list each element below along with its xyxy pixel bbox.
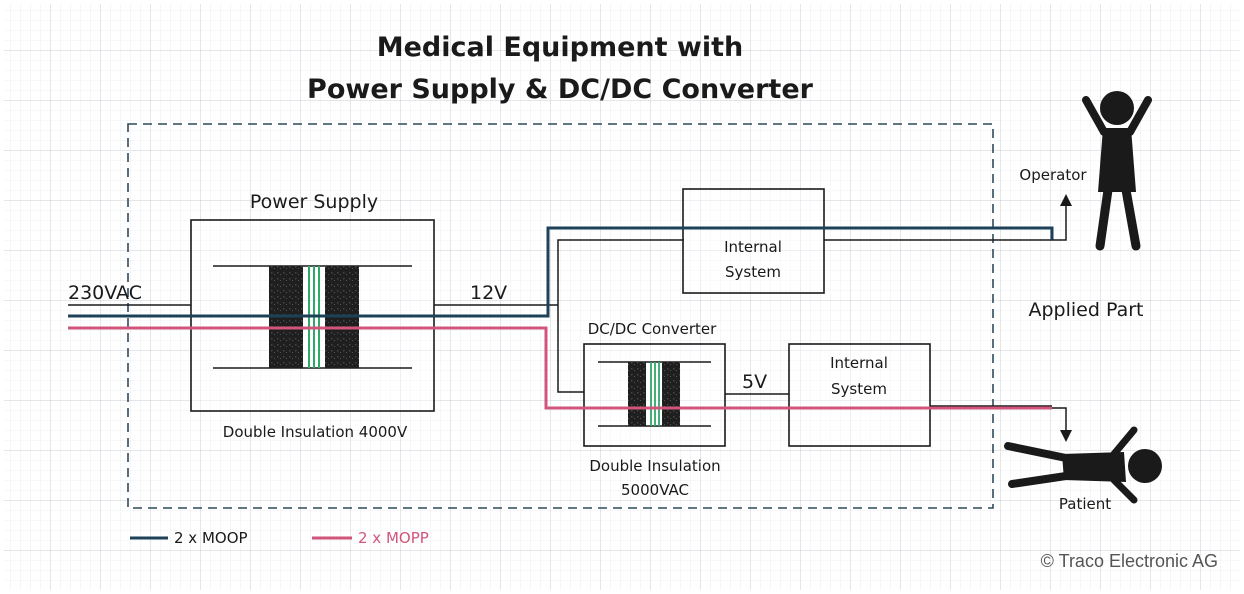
internal-system-top-line1: Internal: [724, 238, 782, 256]
operator-arrow-head: [1060, 194, 1072, 206]
patient-figure-icon: [1004, 426, 1162, 504]
applied-part-label: Applied Part: [1029, 299, 1144, 321]
internal-system-bottom-line1: Internal: [830, 354, 888, 372]
internal-system-top-line2: System: [725, 263, 781, 281]
patient-arrow-line: [1052, 407, 1067, 432]
patient-arrow-head: [1060, 430, 1072, 442]
dcdc-insulation-line2: 5000VAC: [621, 481, 689, 499]
internal-system-top-box: [682, 188, 825, 294]
copyright-text: © Traco Electronic AG: [1041, 551, 1218, 571]
internal-system-bottom-line2: System: [831, 380, 887, 398]
dcdc-core-right: [662, 362, 680, 426]
operator-figure-icon: [1082, 91, 1152, 251]
title-line-2: Power Supply & DC/DC Converter: [307, 74, 814, 105]
patient-label: Patient: [1059, 495, 1111, 513]
power-supply-insulation-label: Double Insulation 4000V: [223, 423, 408, 441]
supply-to-internal-top: [557, 239, 684, 305]
internal-system-bottom-box: [788, 343, 931, 447]
moop-insulation-path: [68, 226, 1054, 318]
operator-arrow-line: [1052, 204, 1067, 241]
mopp-insulation-path: [68, 326, 1052, 410]
dcdc-core-left: [628, 362, 646, 426]
supply-to-dcdc: [557, 305, 584, 393]
input-voltage-label: 230VAC: [68, 282, 142, 304]
legend-moop-label: 2 x MOOP: [174, 529, 248, 547]
output-5v-label: 5V: [742, 371, 767, 393]
dcdc-insulation-line1: Double Insulation: [589, 457, 720, 475]
legend-mopp-label: 2 x MOPP: [358, 529, 429, 547]
grid-background: [4, 4, 1240, 590]
dcdc-label: DC/DC Converter: [588, 320, 717, 338]
operator-label: Operator: [1019, 166, 1087, 184]
power-supply-label: Power Supply: [250, 191, 378, 213]
title-line-1: Medical Equipment with: [377, 32, 744, 63]
output-12v-label: 12V: [470, 282, 507, 304]
equipment-boundary: [127, 123, 994, 509]
